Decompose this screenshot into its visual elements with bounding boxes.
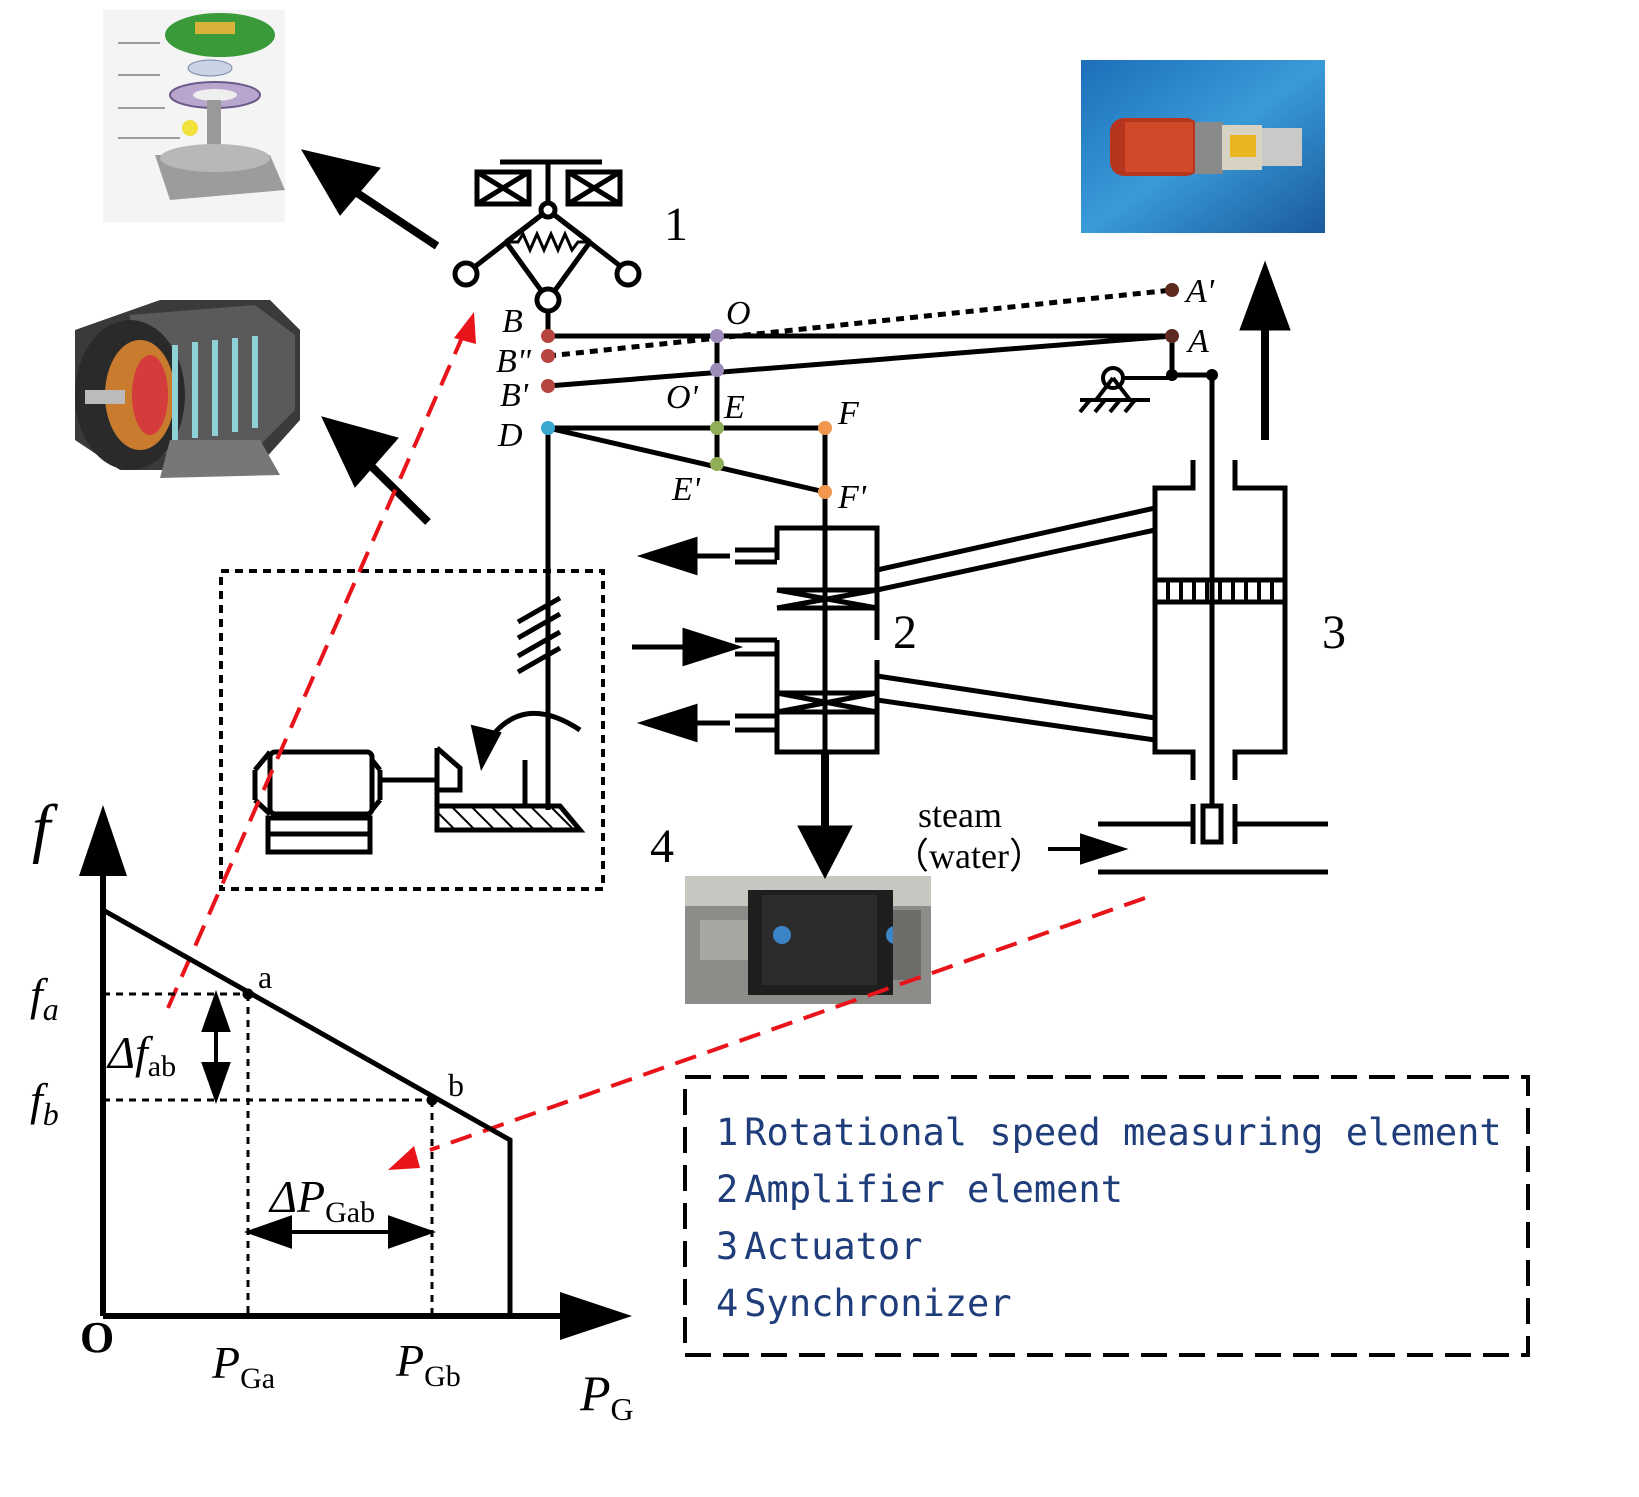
linkage-levers — [545, 287, 1212, 810]
fixed-pivot — [1078, 366, 1172, 414]
x-axis-label: PG — [579, 1365, 634, 1427]
legend-box — [683, 1075, 1530, 1357]
component-number-3: 3 — [1322, 606, 1346, 659]
label-A1: A' — [1184, 273, 1215, 310]
label-F: F — [837, 395, 860, 432]
point-D — [541, 421, 555, 435]
component-number-4: 4 — [650, 820, 674, 873]
steam-inlet-arrow — [1048, 833, 1129, 865]
point-A — [1165, 329, 1179, 343]
point-O — [710, 329, 724, 343]
speed-governor — [452, 159, 642, 335]
motor-photo — [75, 300, 300, 478]
point-a-label: a — [258, 959, 272, 995]
fa-label: fa — [30, 969, 59, 1027]
delta-f-label: Δfab — [106, 1027, 176, 1083]
label-D: D — [497, 417, 523, 454]
label-F1: F' — [837, 479, 867, 516]
droop-graph — [79, 805, 632, 1340]
point-B — [541, 329, 555, 343]
origin-label: O — [80, 1313, 114, 1362]
label-A: A — [1186, 323, 1209, 360]
delta-p-label: ΔPGab — [268, 1171, 375, 1229]
synchronizer-photo — [685, 876, 931, 1004]
component-number-2: 2 — [893, 606, 917, 659]
point-b-label: b — [448, 1067, 464, 1103]
pga-label: PGa — [211, 1337, 275, 1395]
amplifier-valve — [735, 505, 1156, 755]
encoder-photo — [103, 10, 285, 222]
steam-label: steam — [918, 795, 1002, 835]
label-E1: E' — [671, 471, 701, 508]
pgb-label: PGb — [395, 1335, 461, 1393]
point-B1 — [541, 379, 555, 393]
label-E: E — [723, 389, 745, 426]
point-B2 — [541, 349, 555, 363]
delta-p-arrow — [243, 1215, 437, 1249]
label-O: O — [726, 295, 751, 332]
pivot-points — [541, 283, 1218, 499]
red-dashed-links — [166, 323, 1146, 1152]
steam-valve — [1098, 803, 1328, 875]
amplifier-flow-arrows — [632, 536, 744, 743]
point-F — [818, 421, 832, 435]
point-F1 — [818, 485, 832, 499]
synchronizer-mechanism — [252, 595, 586, 855]
water-label: （water） — [893, 836, 1045, 876]
label-O1: O' — [666, 379, 699, 416]
point-E — [710, 421, 724, 435]
component-number-1: 1 — [664, 198, 688, 251]
point-E1 — [710, 457, 724, 471]
y-axis-label: f — [32, 792, 58, 865]
delta-f-arrow — [201, 989, 231, 1105]
point-A1 — [1165, 283, 1179, 297]
label-B2: B" — [496, 343, 532, 380]
actuator-photo — [1081, 60, 1325, 233]
red-arrowheads — [388, 312, 476, 1170]
label-B: B — [502, 303, 523, 340]
output-arrows — [300, 149, 1291, 880]
actuator-cylinder — [1152, 375, 1288, 806]
label-B1: B' — [500, 377, 529, 414]
point-O1 — [710, 363, 724, 377]
fb-label: fb — [30, 1074, 59, 1132]
